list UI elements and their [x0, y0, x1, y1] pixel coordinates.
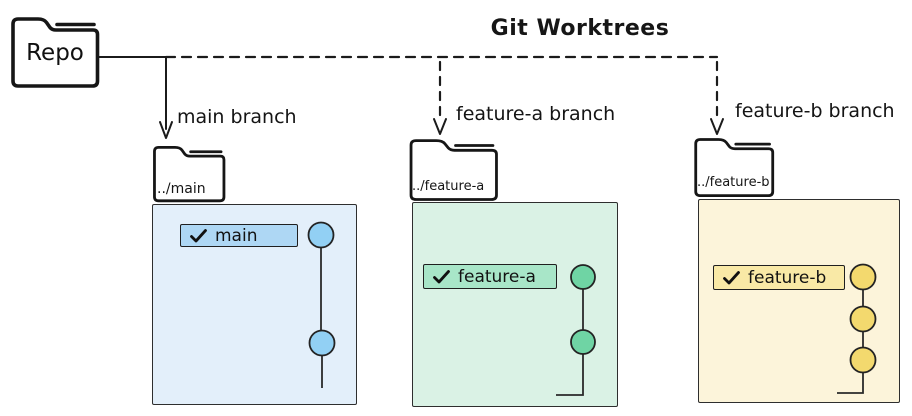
check-icon	[723, 270, 740, 284]
branch-badge-main: main	[180, 224, 298, 247]
folder-path-label: ../feature-b	[697, 175, 770, 190]
branch-label-feature-a: feature-a branch	[456, 103, 616, 125]
repo-folder: Repo	[10, 16, 100, 90]
folder-icon	[693, 137, 775, 199]
badge-label: feature-a	[458, 266, 536, 287]
solid-link-line	[97, 56, 167, 130]
folder-icon	[408, 138, 499, 203]
worktree-feature-b-panel	[698, 199, 900, 403]
diagram-title: Git Worktrees	[490, 16, 670, 41]
badge-label: feature-b	[748, 267, 827, 288]
folder-icon	[10, 16, 100, 90]
check-icon	[433, 269, 450, 283]
worktree-feature-a-folder: ../feature-a	[408, 138, 499, 203]
dashed-arrowhead-b-icon	[710, 118, 724, 135]
repo-label: Repo	[26, 40, 84, 66]
branch-label-main: main branch	[177, 106, 297, 128]
worktree-feature-b-folder: ../feature-b	[693, 137, 775, 199]
check-icon	[190, 228, 207, 242]
dashed-arrowhead-a-icon	[433, 118, 447, 135]
branch-badge-feature-a: feature-a	[423, 264, 557, 289]
folder-icon	[152, 145, 226, 204]
solid-arrowhead-icon	[159, 121, 173, 139]
branch-badge-feature-b: feature-b	[713, 265, 845, 290]
badge-label: main	[215, 225, 258, 246]
worktree-main-folder: ../main	[152, 145, 226, 204]
folder-path-label: ../main	[157, 181, 206, 197]
folder-path-label: ../feature-a	[412, 179, 485, 194]
branch-label-feature-b: feature-b branch	[735, 100, 895, 122]
worktree-feature-a-panel	[412, 202, 618, 407]
